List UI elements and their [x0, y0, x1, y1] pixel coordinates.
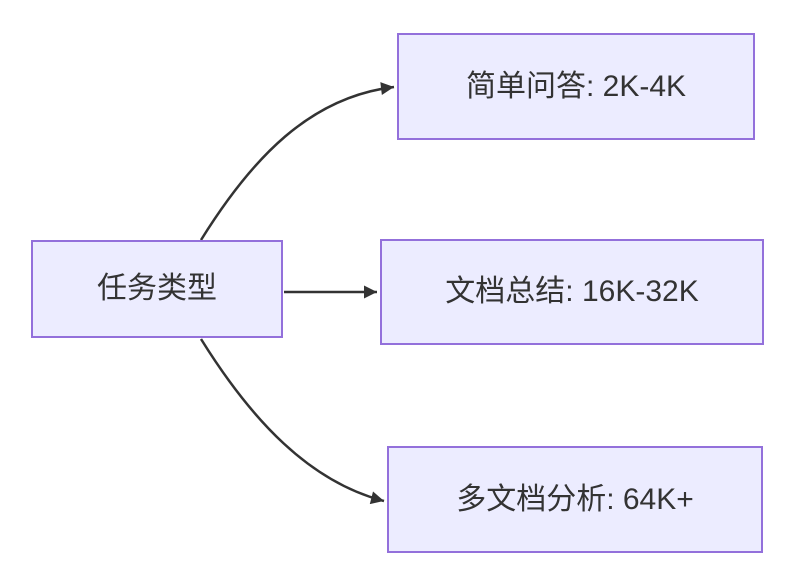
node-task-type: 任务类型 — [31, 240, 283, 338]
node-doc-summary: 文档总结: 16K-32K — [380, 239, 764, 345]
node-simple-qa: 简单问答: 2K-4K — [397, 33, 755, 140]
node-multi-doc-analysis-label: 多文档分析: 64K+ — [456, 482, 694, 516]
node-simple-qa-label: 简单问答: 2K-4K — [465, 69, 687, 103]
node-doc-summary-label: 文档总结: 16K-32K — [445, 275, 699, 308]
node-task-type-label: 任务类型 — [97, 272, 217, 305]
edge-root-to-top — [199, 82, 395, 241]
node-multi-doc-analysis: 多文档分析: 64K+ — [387, 446, 763, 553]
edge-root-to-bottom — [199, 338, 385, 505]
